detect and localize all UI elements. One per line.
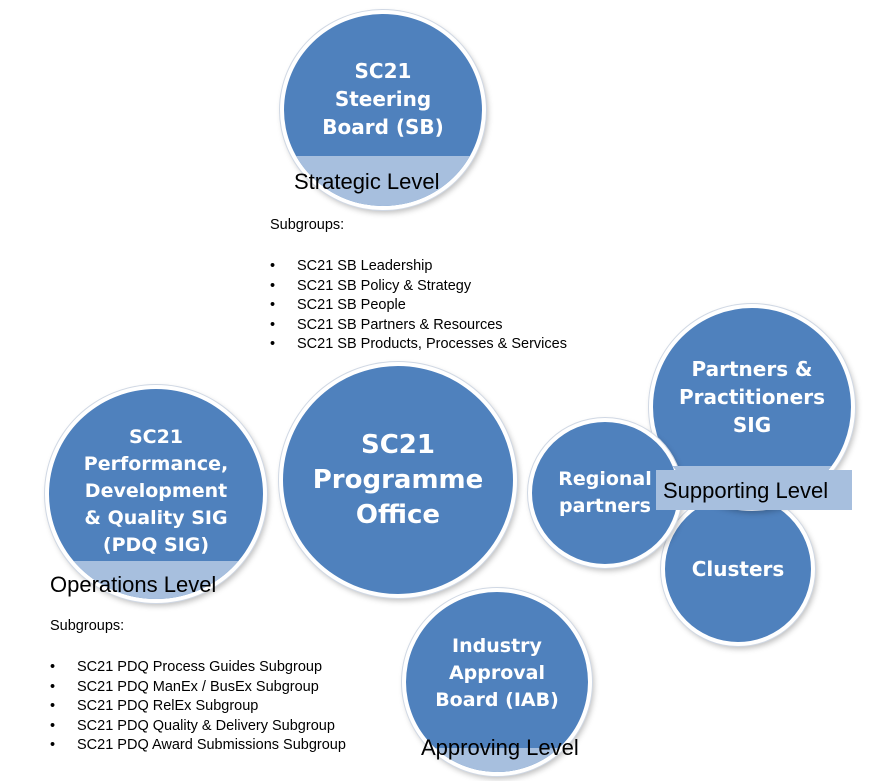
sb-subgroups-heading: Subgroups:: [270, 217, 345, 233]
partners-practitioners-label: Partners & Practitioners SIG: [678, 357, 825, 437]
list-item: SC21 SB People: [270, 296, 567, 316]
regional-partners-label: Regional partners: [558, 468, 652, 517]
list-item: SC21 SB Policy & Strategy: [270, 277, 567, 297]
programme-office-node: SC21 Programme Office: [279, 362, 517, 598]
iab-label: Industry Approval Board (IAB): [435, 634, 559, 711]
steering-board-label: SC21 Steering Board (SB): [322, 59, 444, 139]
pdq-subgroups-heading: Subgroups:: [50, 618, 125, 634]
list-item: SC21 PDQ ManEx / BusEx Subgroup: [50, 678, 346, 698]
pdq-subgroups-list: Subgroups: SC21 PDQ Process Guides Subgr…: [50, 618, 346, 756]
sb-subgroups-list: Subgroups: SC21 SB Leadership SC21 SB Po…: [270, 217, 567, 355]
pdq-sig-label: SC21 Performance, Development & Quality …: [83, 425, 229, 556]
list-item: SC21 PDQ RelEx Subgroup: [50, 697, 346, 717]
list-item: SC21 PDQ Process Guides Subgroup: [50, 658, 346, 678]
operations-level-label: Operations Level: [50, 572, 217, 597]
supporting-level-label: Supporting Level: [663, 478, 829, 503]
clusters-node: Clusters: [661, 492, 815, 646]
list-item: SC21 PDQ Award Submissions Subgroup: [50, 736, 346, 756]
steering-board-node: SC21 Steering Board (SB): [280, 10, 486, 210]
strategic-level-label: Strategic Level: [294, 169, 440, 194]
supporting-level-band: [656, 470, 852, 510]
programme-office-label: SC21 Programme Office: [312, 429, 484, 530]
approving-level-label: Approving Level: [421, 735, 579, 760]
pdq-sig-node: SC21 Performance, Development & Quality …: [45, 385, 267, 603]
list-item: SC21 SB Partners & Resources: [270, 316, 567, 336]
list-item: SC21 SB Leadership: [270, 257, 567, 277]
clusters-label: Clusters: [691, 557, 785, 581]
list-item: SC21 SB Products, Processes & Services: [270, 335, 567, 355]
list-item: SC21 PDQ Quality & Delivery Subgroup: [50, 717, 346, 737]
iab-node: Industry Approval Board (IAB): [402, 588, 592, 776]
